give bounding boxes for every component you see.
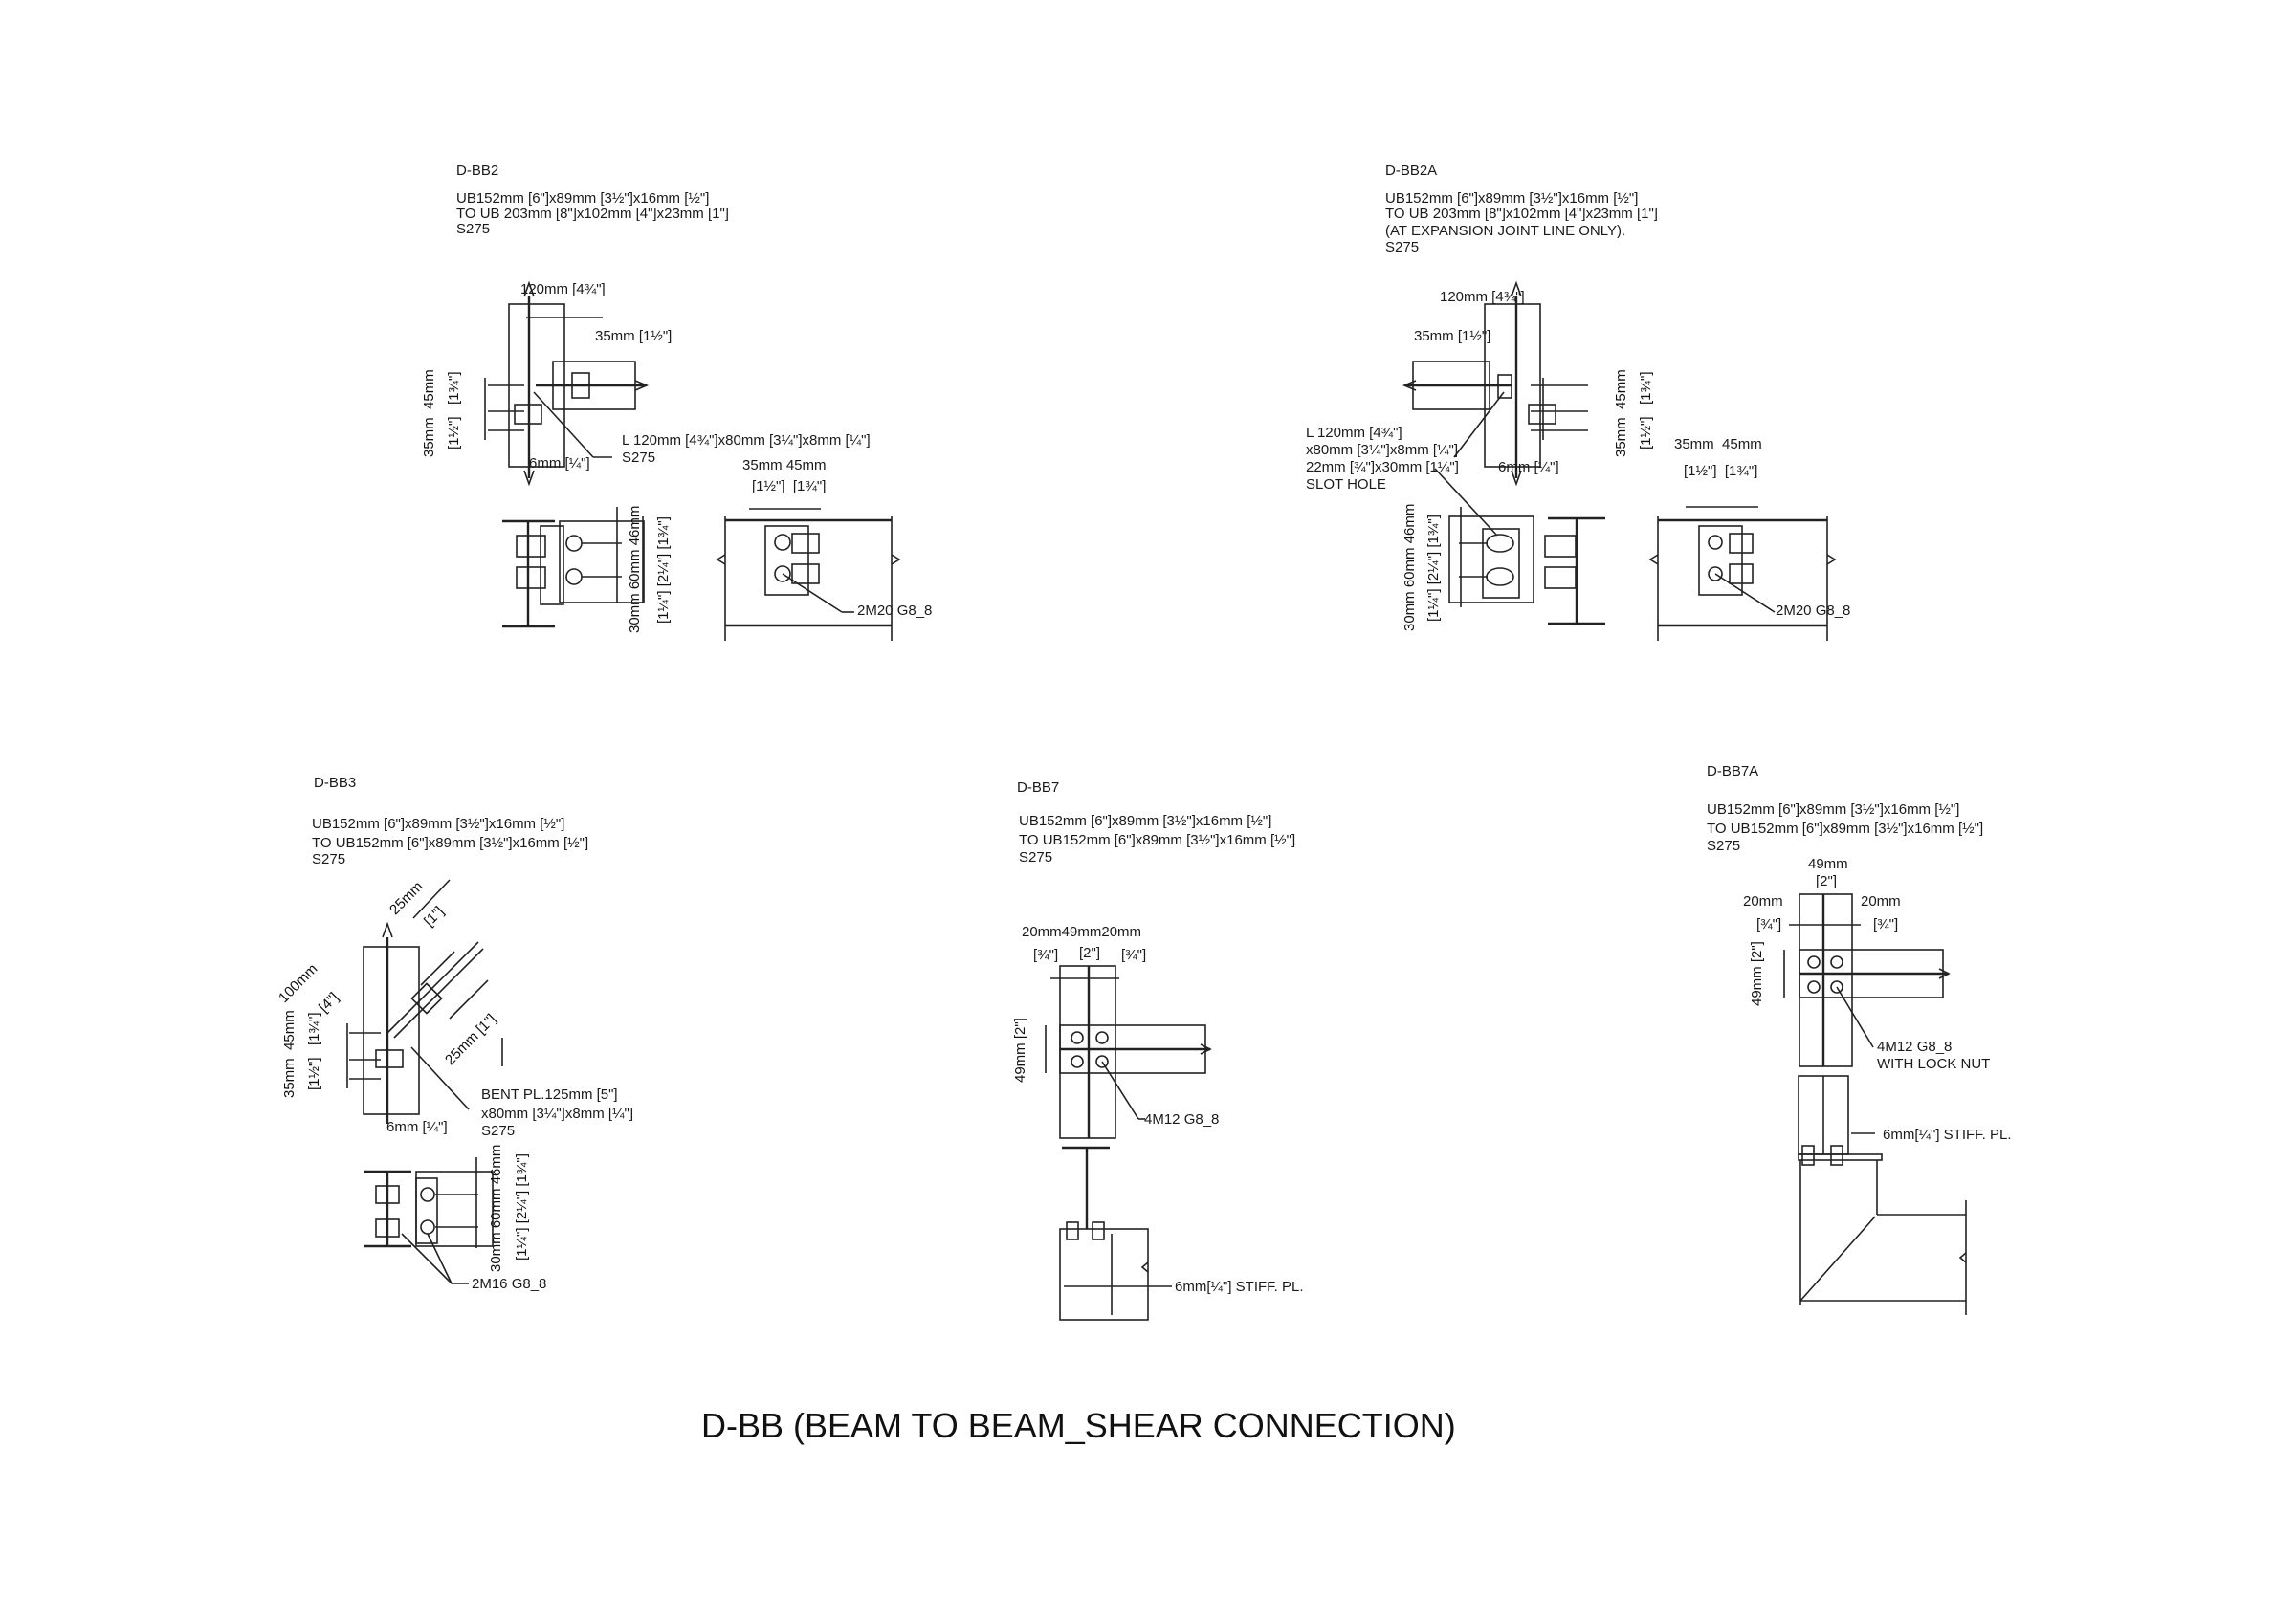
bolt-label: 2M20 G8_8: [857, 603, 933, 619]
stiffener-label: 6mm[¼"] STIFF. PL.: [1175, 1279, 1304, 1295]
dim-top: 20mm49mm20mm: [1022, 924, 1142, 940]
spec-line: TO UB152mm [6"]x89mm [3½"]x16mm [½"]: [1019, 832, 1296, 848]
dim-vertical-30-60-46: 30mm 60mm 46mm: [1402, 503, 1418, 631]
dim-vertical-inches-2: [1¼"] [2¼"] [1¾"]: [1425, 515, 1442, 622]
spec-line: S275: [1707, 838, 1741, 854]
dim-49: 49mm: [1808, 856, 1848, 872]
dim-20-right: 20mm: [1861, 893, 1901, 910]
dim-20-left: 20mm: [1743, 893, 1783, 910]
bent-plate-label: BENT PL.125mm [5"]: [481, 1086, 618, 1103]
spec-line: TO UB 203mm [8"]x102mm [4"]x23mm [1"]: [456, 206, 729, 222]
dim-top-inches-right: [¾"]: [1121, 947, 1147, 963]
slot-size: 22mm [¾"]x30mm [1¼"]: [1306, 459, 1459, 475]
dim-6: 6mm [¼"]: [386, 1119, 448, 1135]
d-bb7a-elevation: [1783, 893, 1951, 1067]
bent-plate-size: x80mm [3¼"]x8mm [¼"]: [481, 1106, 634, 1122]
dim-120: 120mm [4¾"]: [1440, 289, 1525, 305]
bolt-label: 4M12 G8_8: [1144, 1111, 1220, 1128]
d-bb2-elevation: [484, 280, 650, 487]
dim-6: 6mm [¼"]: [1498, 459, 1559, 475]
angle-label: L 120mm [4¾"]: [1306, 425, 1402, 441]
bolt-label: 2M16 G8_8: [472, 1276, 547, 1292]
d-bb2-section-left: [502, 507, 645, 628]
spec-line: UB152mm [6"]x89mm [3½"]x16mm [½"]: [1385, 190, 1639, 207]
bolt-lock-nut-label: WITH LOCK NUT: [1877, 1056, 1991, 1072]
sheet-title: D-BB (BEAM TO BEAM_SHEAR CONNECTION): [701, 1406, 1456, 1445]
detail-id: D-BB7A: [1707, 763, 1759, 779]
d-bb2a-elevation: [1402, 280, 1588, 487]
dim-vertical-inches-2: [1¼"] [2¼"] [1¾"]: [655, 516, 672, 624]
spec-line: UB152mm [6"]x89mm [3½"]x16mm [½"]: [1019, 813, 1272, 829]
detail-id: D-BB7: [1017, 779, 1060, 796]
dim-inches-left: [¾"]: [1756, 916, 1782, 932]
bolt-label: 2M20 G8_8: [1776, 603, 1851, 619]
stiffener-label: 6mm[¼"] STIFF. PL.: [1883, 1127, 2012, 1143]
d-bb2-section-right: [716, 508, 901, 641]
d-bb2a-section-right: [1648, 506, 1837, 641]
dim-top-inches: [1½"] [1¾"]: [1684, 463, 1758, 479]
dim-vertical-49: 49mm [2"]: [1012, 1018, 1028, 1083]
dim-vertical-inches: [1½"] [1¾"]: [306, 1012, 322, 1090]
dim-vertical-30-60-46: 30mm 60mm 46mm: [488, 1144, 504, 1272]
dim-vertical-49: 49mm [2"]: [1749, 941, 1765, 1006]
spec-line: S275: [456, 221, 491, 237]
angle-label: L 120mm [4¾"]x80mm [3¼"]x8mm [¼"]: [622, 432, 871, 449]
detail-id: D-BB2A: [1385, 163, 1438, 179]
slot-hole-label: SLOT HOLE: [1306, 476, 1386, 493]
d-bb7a-section: [1798, 1075, 1967, 1315]
dim-vertical-inches-2: [1¼"] [2¼"] [1¾"]: [514, 1153, 530, 1261]
d-bb3-elevation: [346, 879, 503, 1124]
spec-line: TO UB152mm [6"]x89mm [3½"]x16mm [½"]: [1707, 821, 1984, 837]
spec-line: UB152mm [6"]x89mm [3½"]x16mm [½"]: [312, 816, 565, 832]
dim-35: 35mm [1½"]: [595, 328, 673, 344]
dim-inches-right: [¾"]: [1873, 916, 1899, 932]
dim-top-inches: [1½"] [1¾"]: [752, 478, 827, 494]
dim-6: 6mm [¼"]: [529, 455, 590, 472]
angle-grade: S275: [622, 450, 656, 466]
d-bb7-elevation: [1045, 965, 1212, 1139]
detail-id: D-BB2: [456, 163, 499, 179]
dim-vertical-inches: [1½"] [1¾"]: [446, 371, 462, 450]
dim-vertical-35-45: 35mm 45mm: [281, 1010, 298, 1098]
spec-line: TO UB 203mm [8"]x102mm [4"]x23mm [1"]: [1385, 206, 1658, 222]
dim-top: 35mm 45mm: [1674, 436, 1762, 452]
spec-line: S275: [1385, 239, 1420, 255]
dim-vertical-inches: [1½"] [1¾"]: [1638, 371, 1654, 450]
d-bb3-section: [364, 1157, 494, 1284]
dim-35: 35mm [1½"]: [1414, 328, 1491, 344]
dim-120: 120mm [4¾"]: [520, 281, 606, 297]
dim-vertical-30-60-46: 30mm 60mm 46mm: [627, 505, 643, 633]
spec-line: S275: [1019, 849, 1053, 866]
spec-line: UB152mm [6"]x89mm [3½"]x16mm [½"]: [1707, 801, 1960, 818]
angle-size: x80mm [3¼"]x8mm [¼"]: [1306, 442, 1459, 458]
dim-49-inches: [2"]: [1816, 873, 1838, 889]
d-bb2a-section-left: [1434, 468, 1605, 625]
spec-line: (AT EXPANSION JOINT LINE ONLY).: [1385, 223, 1626, 239]
dim-top: 35mm 45mm: [742, 457, 827, 473]
spec-line: UB152mm [6"]x89mm [3½"]x16mm [½"]: [456, 190, 710, 207]
detail-id: D-BB3: [314, 775, 357, 791]
bent-plate-grade: S275: [481, 1123, 516, 1139]
d-bb7-section: [1059, 1146, 1172, 1321]
dim-top-inches-left: [¾"]: [1033, 947, 1059, 963]
dim-vertical-35-45: 35mm 45mm: [1613, 369, 1629, 457]
spec-line: TO UB152mm [6"]x89mm [3½"]x16mm [½"]: [312, 835, 589, 851]
dim-vertical-35-45: 35mm 45mm: [421, 369, 437, 457]
dim-top-inches-mid: [2"]: [1079, 945, 1101, 961]
spec-line: S275: [312, 851, 346, 867]
bolt-label: 4M12 G8_8: [1877, 1039, 1953, 1055]
